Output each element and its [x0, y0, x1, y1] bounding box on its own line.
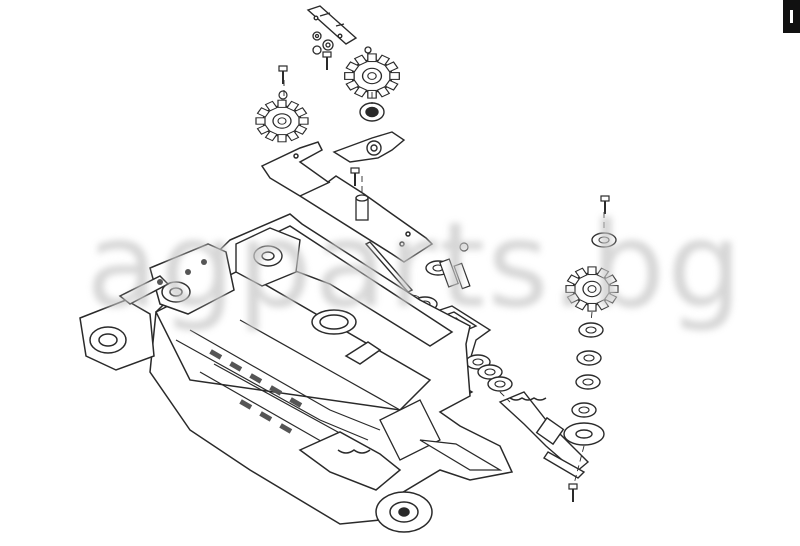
rear-wheel-assembly: [298, 431, 433, 533]
long-shaft: [364, 241, 414, 293]
left-gearbox-shading: [157, 259, 207, 285]
upper-sprocket: [343, 53, 401, 99]
frame-inner-rails: [175, 319, 401, 453]
upper-bearing: [359, 102, 385, 122]
shaft-bushings: [405, 242, 471, 312]
dashed-guides: [283, 80, 605, 485]
center-drive-sprocket: [235, 227, 301, 287]
left-gearbox: [79, 243, 235, 371]
top-strip-bracket: [306, 5, 358, 45]
washer-chain: [465, 354, 513, 392]
plate-pins: [350, 167, 369, 221]
left-sprocket: [255, 65, 309, 143]
arm-plate: [332, 131, 406, 163]
main-long-plate: [260, 141, 434, 263]
right-parts-stack: [563, 195, 619, 503]
frame-hatching: [209, 349, 303, 434]
top-small-bolts: [312, 31, 372, 71]
spring-rod: [498, 391, 590, 479]
frame-right-blades: [379, 399, 503, 471]
dark-tab-icon[interactable]: [783, 0, 800, 33]
